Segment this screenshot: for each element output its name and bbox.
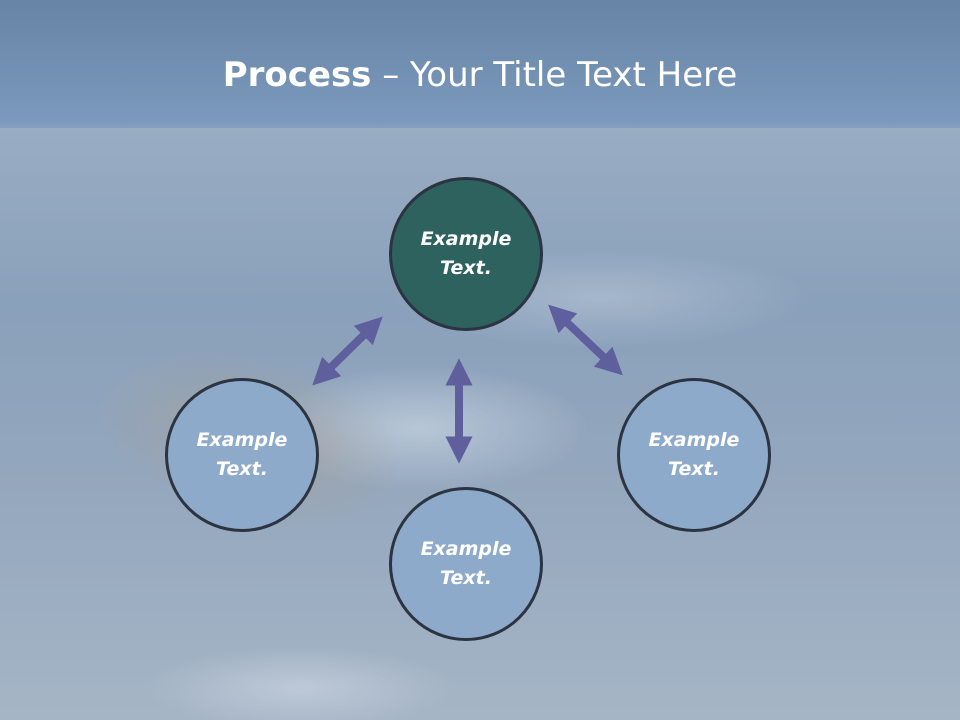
title-rest: – Your Title Text Here — [371, 55, 738, 95]
node-right-text: Example Text. — [648, 429, 740, 480]
arrow-top-right — [548, 304, 623, 376]
arrow-top-left — [312, 316, 383, 386]
title-bold: Process — [222, 55, 372, 95]
node-top[interactable]: Example Text. — [389, 177, 543, 331]
node-right[interactable]: Example Text. — [617, 378, 771, 532]
node-left[interactable]: Example Text. — [165, 378, 319, 532]
node-top-text: Example Text. — [420, 228, 512, 279]
node-bottom-text: Example Text. — [420, 538, 512, 589]
node-left-text: Example Text. — [196, 429, 288, 480]
slide-title[interactable]: Process – Your Title Text Here — [0, 52, 960, 98]
node-bottom[interactable]: Example Text. — [389, 487, 543, 641]
